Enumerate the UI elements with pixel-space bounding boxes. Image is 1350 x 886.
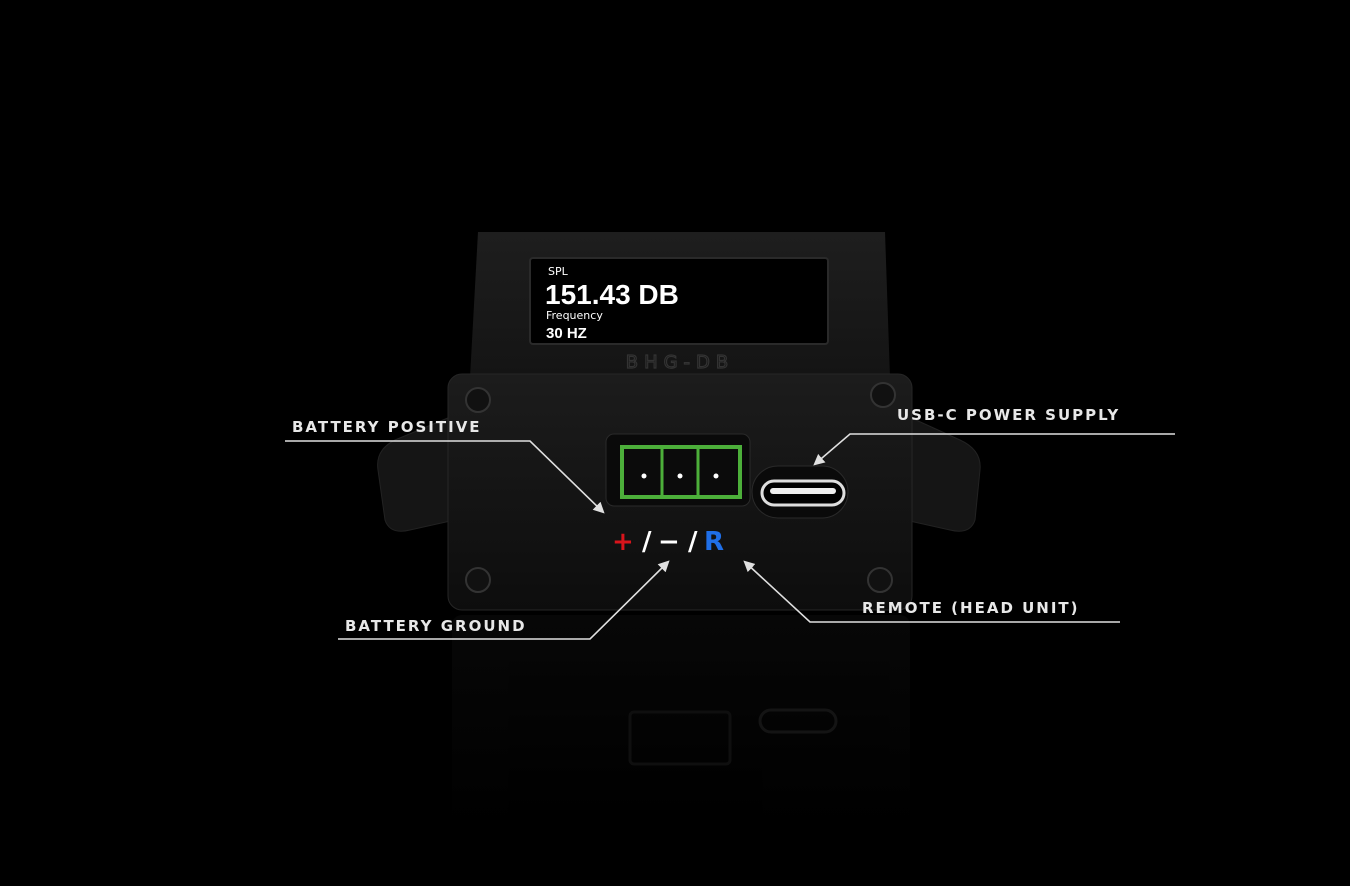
- frequency-value: 30 HZ: [546, 325, 587, 342]
- callout-battery-positive: BATTERY POSITIVE: [285, 418, 605, 514]
- svg-text:USB-C POWER SUPPLY: USB-C POWER SUPPLY: [897, 406, 1120, 424]
- svg-text:BATTERY GROUND: BATTERY GROUND: [345, 617, 527, 635]
- terminal-legend: + / − / R: [612, 527, 724, 557]
- callout-remote: REMOTE (HEAD UNIT): [743, 560, 1120, 623]
- device-reflection: [452, 615, 910, 830]
- brand-logo: BHG-DB: [626, 352, 735, 373]
- device-top: SPL 151.43 DB Frequency 30 HZ BHG-DB: [470, 232, 890, 378]
- callout-battery-ground: BATTERY GROUND: [338, 560, 670, 640]
- svg-text:+: +: [612, 527, 634, 557]
- svg-text:/: /: [688, 527, 698, 557]
- screw-icon: [465, 382, 896, 593]
- spl-value: 151.43 DB: [545, 279, 679, 310]
- svg-text:−: −: [658, 527, 680, 557]
- mounting-strap: [377, 414, 981, 532]
- oled-display: [529, 257, 829, 345]
- svg-text:R: R: [704, 527, 724, 557]
- device-front: + / − / R: [447, 373, 913, 611]
- spl-label: SPL: [548, 265, 569, 278]
- terminal-block: [620, 445, 742, 499]
- frequency-label: Frequency: [546, 309, 603, 322]
- callout-usb-c: USB-C POWER SUPPLY: [813, 406, 1175, 466]
- svg-text:REMOTE (HEAD UNIT): REMOTE (HEAD UNIT): [862, 599, 1080, 617]
- svg-text:/: /: [642, 527, 652, 557]
- svg-text:BATTERY POSITIVE: BATTERY POSITIVE: [292, 418, 482, 436]
